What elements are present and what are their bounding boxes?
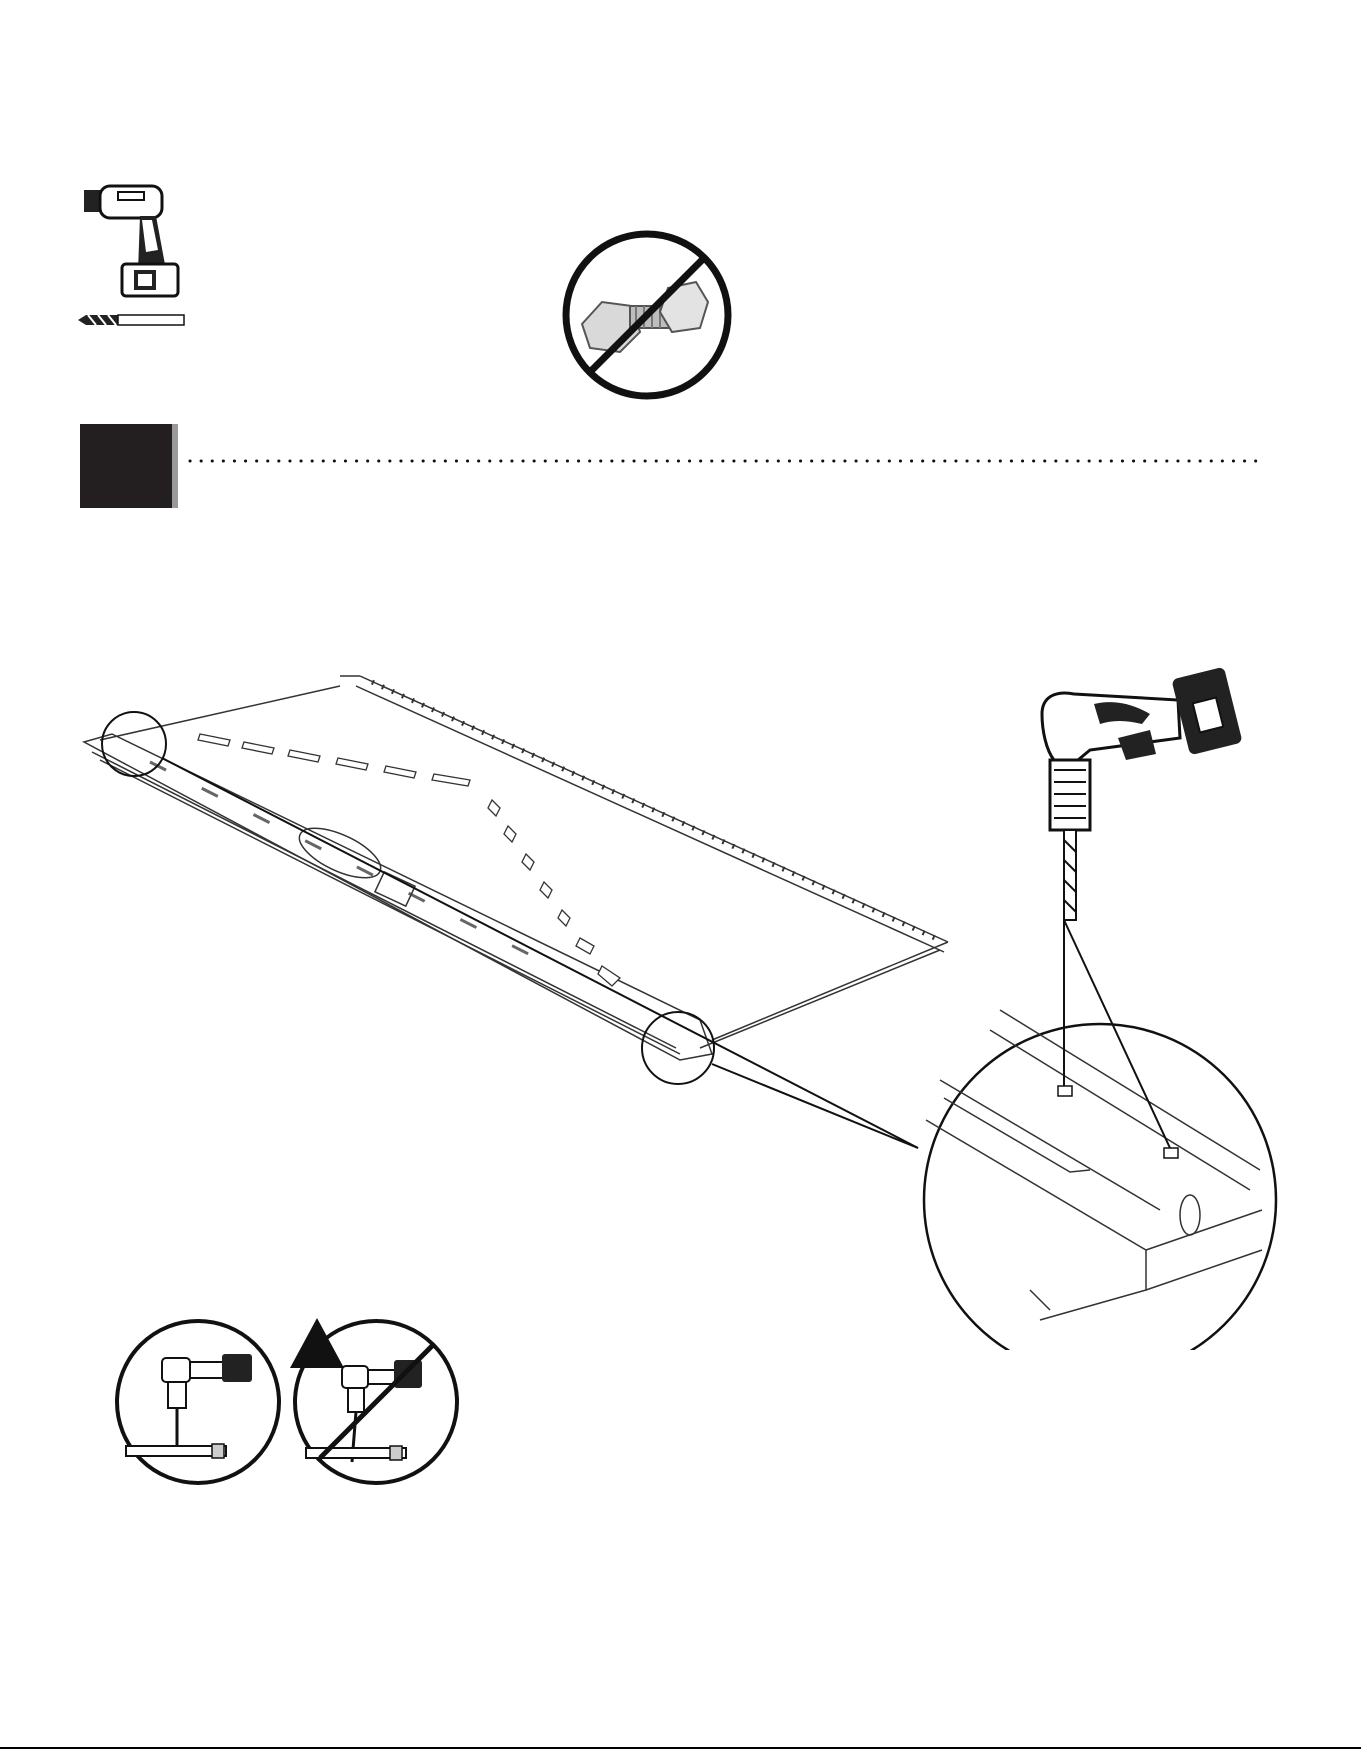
step-number-box	[80, 424, 172, 508]
step-separator-dotted-line	[188, 458, 1268, 464]
drilling-detail-zoom	[924, 920, 1276, 1350]
no-nut-and-bolt-icon	[560, 228, 734, 402]
warning-triangle-icon	[288, 1316, 346, 1370]
callout-circle-right	[642, 1012, 714, 1084]
panel-rail	[84, 676, 948, 1060]
page-footer-line	[0, 1747, 1361, 1749]
cordless-drill-icon	[78, 180, 188, 300]
motion-arrows	[198, 734, 620, 986]
cordless-drill-icon	[1042, 667, 1243, 920]
drill-straight-correct-icon	[112, 1316, 284, 1488]
drill-bit-icon	[78, 314, 186, 326]
assembly-diagram	[0, 650, 1361, 1350]
